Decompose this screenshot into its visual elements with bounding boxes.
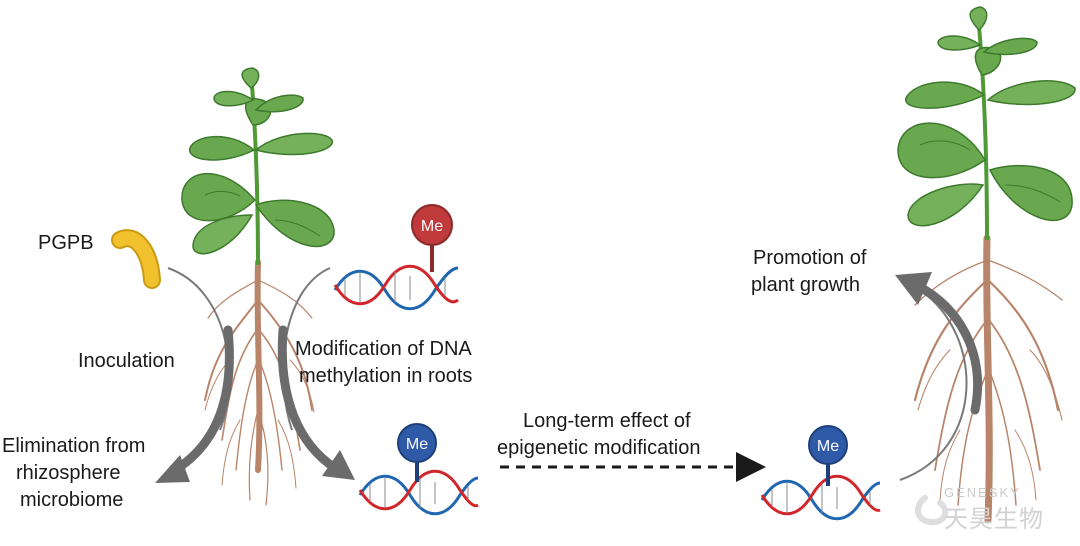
watermark: GENESKY 天昊生物 — [892, 485, 1062, 533]
elimination-label-line3: microbiome — [20, 489, 124, 511]
methyl-marker-blue-1 — [397, 423, 437, 463]
methyl-marker-red — [411, 204, 453, 246]
promotion-arrow — [920, 285, 983, 415]
right-leaves — [897, 6, 1076, 227]
promotion-arrowhead — [895, 272, 932, 305]
promotion-arc — [899, 289, 968, 481]
elimination-label-line2: rhizosphere — [16, 462, 121, 484]
left-leaves — [181, 67, 335, 255]
genesky-logo-icon — [915, 495, 949, 526]
long-term-label-line1: Long-term effect of — [523, 410, 691, 432]
modification-label-line2: methylation in roots — [299, 365, 473, 387]
methyl-label-blue-1: Me — [406, 436, 428, 453]
right-plant-illustration — [897, 6, 1076, 524]
right-roots — [913, 234, 1063, 524]
watermark-chinese: 天昊生物 — [944, 505, 1044, 533]
inoculation-label: Inoculation — [78, 350, 175, 372]
methyl-label-red: Me — [421, 218, 443, 235]
elimination-arrow — [170, 325, 234, 475]
elimination-label-line1: Elimination from — [2, 435, 146, 457]
left-plant-illustration — [181, 67, 335, 506]
promotion-label-line2: plant growth — [751, 274, 860, 296]
modification-arrowhead — [322, 450, 355, 480]
watermark-english: GENESKY — [944, 485, 1021, 500]
pgpb-bacterium-icon — [113, 231, 159, 287]
dna-top: Me — [333, 204, 459, 311]
dna-right: Me — [760, 425, 881, 521]
long-term-label-line2: epigenetic modification — [497, 437, 701, 459]
methyl-marker-blue-2 — [808, 425, 848, 465]
modification-label-line1: Modification of DNA — [295, 338, 472, 360]
left-roots — [204, 259, 315, 506]
elimination-arrowhead — [155, 455, 190, 483]
dna-middle: Me — [358, 423, 479, 516]
modification-arrow — [277, 325, 340, 473]
methyl-label-blue-2: Me — [817, 438, 839, 455]
pgpb-label: PGPB — [38, 232, 94, 254]
promotion-label-line1: Promotion of — [753, 247, 867, 269]
